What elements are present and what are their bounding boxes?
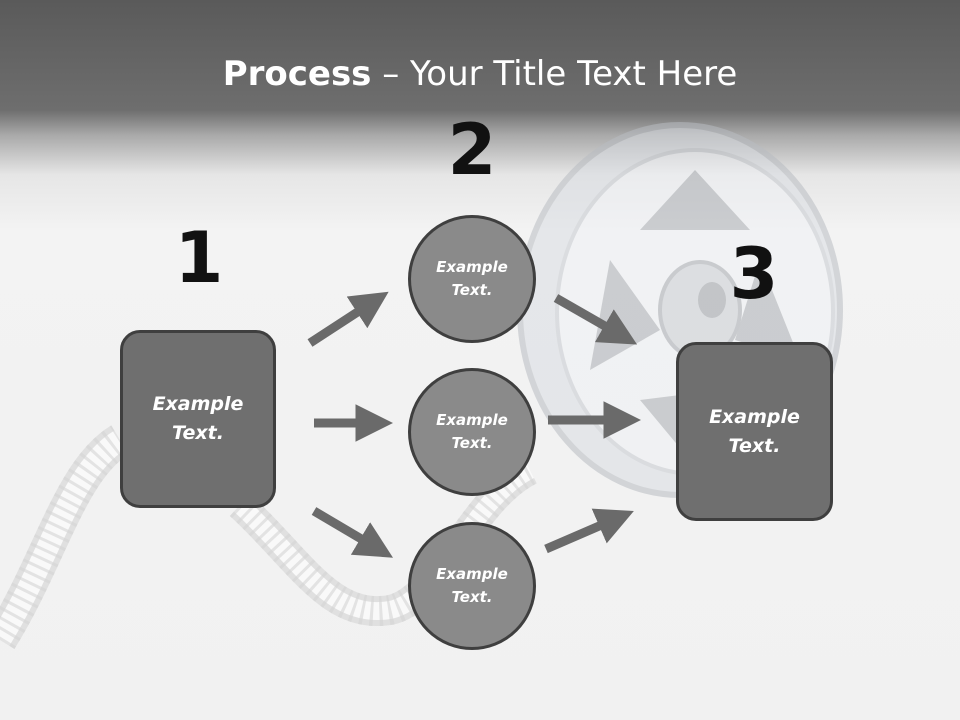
step-2-middle-text-line1: Example	[436, 411, 508, 429]
slide-title: Process – Your Title Text Here	[0, 52, 960, 96]
step-3-text-line2: Text.	[728, 434, 781, 457]
arrow-1-to-2-top	[307, 291, 389, 347]
step-2-bottom-text-line1: Example	[436, 565, 508, 583]
title-rest: – Your Title Text Here	[371, 54, 738, 94]
step-2-circle-middle: Example Text.	[408, 368, 536, 496]
arrow-1-to-2-bottom	[311, 507, 394, 558]
step-2-middle-text-line2: Text.	[451, 434, 493, 452]
step-1-text-line2: Text.	[172, 422, 224, 444]
step-2-circle-bottom: Example Text.	[408, 522, 536, 650]
step-number-3: 3	[729, 233, 779, 315]
step-number-1: 1	[174, 217, 224, 299]
step-3-text-line1: Example	[709, 405, 800, 428]
step-2-circle-top: Example Text.	[408, 215, 536, 343]
step-2-top-text-line1: Example	[436, 258, 508, 276]
step-1-text-line1: Example	[152, 393, 244, 415]
title-bold: Process	[222, 54, 372, 94]
step-number-2: 2	[447, 109, 497, 191]
arrow-2bottom-to-3	[544, 508, 634, 554]
step-2-bottom-text-line2: Text.	[451, 588, 493, 606]
step-1-box: Example Text.	[120, 330, 276, 508]
arrow-2top-to-3	[553, 294, 638, 345]
step-2-top-text-line2: Text.	[451, 281, 493, 299]
step-3-box: Example Text.	[676, 342, 833, 521]
